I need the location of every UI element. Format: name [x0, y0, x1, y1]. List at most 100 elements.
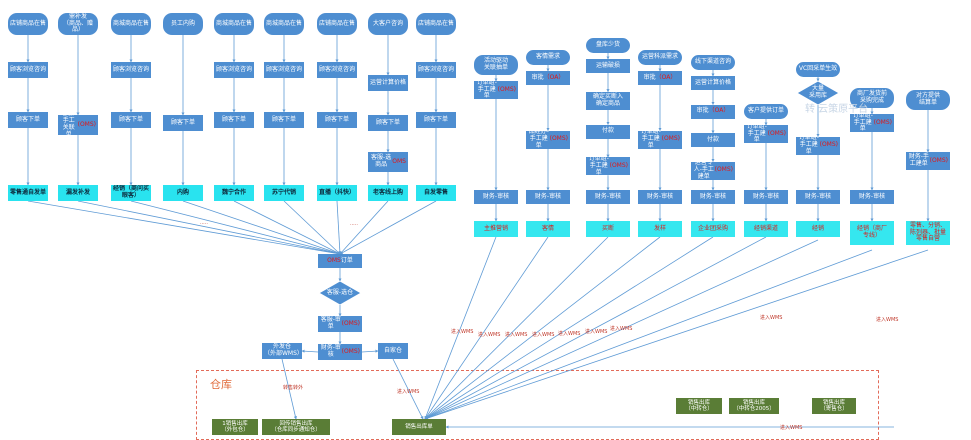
group-2-step-0: 运输破损: [586, 59, 630, 73]
channel-result-4: 魏宁合作: [214, 185, 254, 201]
group-start-6: VC回采单生效: [796, 62, 840, 77]
channel-result-5: 苏宁代销: [264, 185, 304, 201]
channel-5-to-oms: [283, 200, 341, 255]
channel-7-to-oms: [339, 200, 389, 255]
channel-0-step-0: 顾客浏览咨询: [8, 62, 48, 78]
channel-8-to-oms: [339, 200, 437, 255]
edge-label-wms-self: 进入WMS: [397, 389, 420, 395]
channel-6-to-oms: [336, 200, 342, 255]
edge-label-wms-3: 进入WMS: [532, 332, 555, 338]
group-result-4: 企业团采购: [691, 221, 735, 237]
channel-3-step-0: 顾客下单: [163, 115, 203, 131]
group-4-step-2: 付款: [691, 133, 735, 147]
external-to-bottom: [281, 358, 297, 420]
finance-to-external: [301, 349, 319, 353]
group-start-2: 盘库少货: [586, 38, 630, 53]
channel-result-2: 经销（商问买眼客）: [111, 185, 151, 201]
edge-label-wms-4: 进入WMS: [558, 331, 581, 337]
oms-finance-box: 财务-审核 (OMS): [318, 344, 362, 360]
group-result-7: 经销（商厂 专线）: [850, 221, 894, 245]
channel-6-step-1: 顾客下单: [317, 112, 357, 128]
group-start-4: 线下渠道咨询: [691, 55, 735, 70]
channel-start-6: 店铺商品在售: [317, 13, 357, 35]
group-result-6: 经销: [796, 221, 840, 237]
warehouse-title: 仓库: [210, 378, 232, 391]
edge-label-dots-2: ·····: [350, 222, 358, 228]
oms-approve-box: 客服-审单 (OMS): [318, 316, 362, 332]
group-result-2: 买断: [586, 221, 630, 237]
bottom-right-1: 销售出库 （中转仓）: [676, 398, 722, 414]
group-1-to-sales-out: [424, 236, 549, 420]
group-7-step-0: 订单组-手工建单(OMS): [850, 114, 894, 132]
channel-start-0: 店铺商品在售: [8, 13, 48, 35]
oms-review-diamond-label: 客服-选仓: [326, 288, 354, 296]
group-7-to-sales-out: [424, 249, 873, 420]
group-1-step-0: 审批（OA）: [526, 71, 570, 85]
channel-5-step-1: 顾客下单: [264, 112, 304, 128]
group-6-step-0: 大量 采用库: [795, 80, 841, 106]
channel-2-step-0: 顾客浏览咨询: [111, 62, 151, 78]
group-result-3: 发样: [638, 221, 682, 237]
bottom-right-2: 销售出库 （中转仓2005）: [729, 398, 779, 414]
group-result-1: 客情: [526, 221, 570, 237]
channel-start-8: 店铺商品在售: [416, 13, 456, 35]
self-to-sales-out: [392, 358, 424, 420]
edge-label-wms-0: 进入WMS: [451, 329, 474, 335]
group-3-step-1: 订单组-手工建单(OMS): [638, 130, 682, 149]
edge-label-dump: 转售转外: [283, 385, 304, 391]
group-result-5: 经销渠道: [744, 221, 788, 237]
channel-4-step-0: 顾客浏览咨询: [214, 62, 254, 78]
channel-result-7: 老客线上购: [368, 185, 408, 201]
channel-start-1: 需补发 （商品、赠品）: [58, 13, 98, 35]
bottom-left-1: 1销售出库 （外包仓）: [212, 419, 258, 435]
bottom-left-2: 回传销售出库 （仓库同步通知仓）: [262, 419, 330, 435]
oms-review-diamond: 客服-选仓: [317, 280, 363, 306]
group-6-step-2: 财务-审核: [796, 190, 840, 204]
group-2-to-sales-out: [424, 236, 609, 420]
group-3-step-0: 审批（OA）: [638, 71, 682, 85]
group-result-0: 主推营销: [474, 221, 518, 237]
edge-label-wms-1: 进入WMS: [478, 332, 501, 338]
group-start-0: 活动驱动 关联抽单: [474, 55, 518, 75]
channel-1-step-0: 客服-手工关联单 (OMS): [58, 115, 98, 135]
group-result-8: 零售、分销、 陈列器、批量 零售自营: [906, 221, 950, 245]
group-0-step-1: 财务-审核: [474, 190, 518, 204]
group-8-step-0: 财务-手工建单 (OMS): [906, 152, 950, 170]
edge-label-dots: ·····: [200, 221, 208, 227]
edge-label-wms-7: 进入WMS: [760, 315, 783, 321]
channel-start-5: 商城商品在售: [264, 13, 304, 35]
group-2-step-3: 订单组-手工建单(OMS): [586, 157, 630, 176]
group-0-to-sales-out: [424, 236, 497, 420]
channel-0-step-1: 顾客下单: [8, 112, 48, 128]
channel-3-to-oms: [182, 200, 341, 255]
channel-6-step-0: 顾客浏览咨询: [317, 62, 357, 78]
group-7-step-1: 财务-审核: [850, 190, 894, 204]
channel-7-step-0: 运营计算价格: [368, 75, 408, 91]
external-wh-box: 外发仓 （外部WMS）: [262, 343, 302, 359]
group-4-step-0: 运营计算价格: [691, 76, 735, 90]
channel-7-step-1: 顾客下单: [368, 115, 408, 131]
group-8-to-sales-out: [424, 249, 929, 420]
channel-4-step-1: 顾客下单: [214, 112, 254, 128]
channel-result-0: 零售通自发单: [8, 185, 48, 201]
group-2-step-4: 财务-审核: [586, 190, 630, 204]
channel-start-3: 员工内购: [163, 13, 203, 35]
finance-to-self: [361, 349, 379, 353]
edge-label-wms-bottom: 进入WMS: [780, 425, 803, 431]
channel-5-step-0: 顾客浏览咨询: [264, 62, 304, 78]
channel-start-7: 大客户咨询: [368, 13, 408, 35]
edge-label-wms-8: 进入WMS: [876, 317, 899, 323]
channel-8-step-0: 顾客浏览咨询: [416, 62, 456, 78]
group-5-step-1: 财务-审核: [744, 190, 788, 204]
bottom-right-3: 销售出库 （寄售仓）: [812, 398, 856, 414]
group-4-to-sales-out: [424, 236, 714, 420]
group-1-step-2: 财务-审核: [526, 190, 570, 204]
channel-7-step-2: 客服-选商品 OMS: [368, 152, 408, 172]
channel-start-2: 商城商品在售: [111, 13, 151, 35]
group-6-to-sales-out: [424, 239, 819, 420]
channel-4-to-oms: [233, 200, 341, 255]
channel-result-8: 自发零售: [416, 185, 456, 201]
